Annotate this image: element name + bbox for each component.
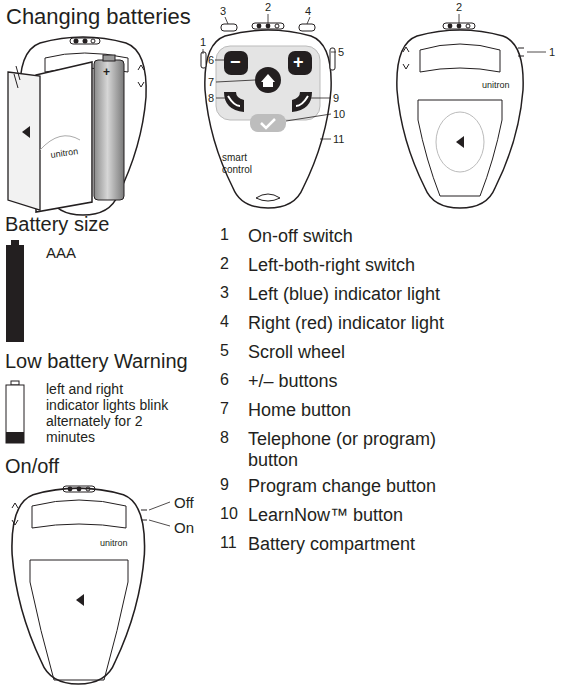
callout-number: 11 xyxy=(333,133,344,146)
list-item: Left-both-right switch xyxy=(248,255,563,276)
button-symbol: − xyxy=(230,52,241,73)
callout-number: 7 xyxy=(208,76,214,89)
callout-number: 9 xyxy=(333,92,339,105)
list-number: 6 xyxy=(220,371,229,389)
callout-number: 1 xyxy=(200,36,206,49)
list-item: Right (red) indicator light xyxy=(248,313,563,334)
warning-note: left and right indicator lights blink al… xyxy=(46,381,171,445)
list-item: Battery compartment xyxy=(248,534,563,555)
section-heading: Low battery Warning xyxy=(5,350,188,373)
list-number: 8 xyxy=(220,429,229,447)
callout-number: 5 xyxy=(338,46,344,59)
list-item: Telephone (or program) button xyxy=(248,429,478,470)
battery-level xyxy=(6,432,24,443)
section-heading: Battery size xyxy=(5,213,109,236)
device-back xyxy=(397,14,546,208)
list-number: 1 xyxy=(220,226,229,244)
list-item: Scroll wheel xyxy=(248,342,563,363)
callout-number: 8 xyxy=(208,92,214,105)
battery-terminal xyxy=(11,240,19,245)
device-open xyxy=(8,37,146,215)
battery-size: AAA xyxy=(46,244,76,261)
list-number: 3 xyxy=(220,284,229,302)
brand-text: unitron xyxy=(100,538,128,548)
brand-text: smart control xyxy=(222,152,266,175)
list-number: 7 xyxy=(220,400,229,418)
battery-terminal xyxy=(11,381,19,385)
list-item: LearnNow™ button xyxy=(248,505,563,526)
callout-number: 1 xyxy=(549,46,555,59)
list-number: 9 xyxy=(220,476,229,494)
callout-number: 4 xyxy=(305,5,311,18)
callout-number: 6 xyxy=(208,54,214,67)
list-number: 5 xyxy=(220,342,229,360)
heading: Changing batteries xyxy=(6,4,191,29)
battery-icon xyxy=(6,245,24,342)
list-number: 10 xyxy=(220,505,238,523)
section-heading: On/off xyxy=(5,455,59,478)
list-item: +/– buttons xyxy=(248,371,563,392)
device-front xyxy=(201,14,336,208)
switch-label: Off xyxy=(174,494,194,511)
list-item: On-off switch xyxy=(248,226,563,247)
battery-icon-low xyxy=(6,385,24,443)
list-item: Left (blue) indicator light xyxy=(248,284,563,305)
device-onoff xyxy=(12,486,170,684)
switch-label: On xyxy=(174,519,194,536)
list-number: 11 xyxy=(220,534,237,552)
button-symbol: + xyxy=(293,52,304,73)
callout-number: 3 xyxy=(220,5,226,18)
callout-number: 10 xyxy=(333,108,345,121)
brand-text: unitron xyxy=(482,80,510,90)
list-number: 2 xyxy=(220,255,229,273)
list-item: Home button xyxy=(248,400,563,421)
list-item: Program change button xyxy=(248,476,563,497)
callout-number: 2 xyxy=(456,1,462,14)
list-number: 4 xyxy=(220,313,229,331)
battery-polarity: + xyxy=(103,66,110,80)
callout-number: 2 xyxy=(265,1,271,14)
